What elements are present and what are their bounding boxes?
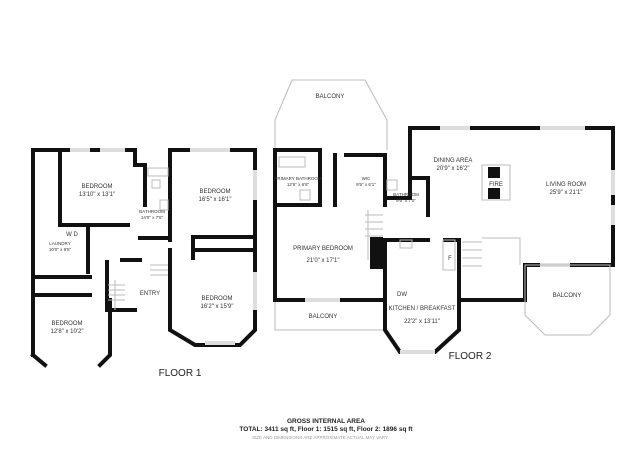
room-name: KITCHEN / BREAKFAST bbox=[389, 306, 456, 312]
room-name: BEDROOM bbox=[51, 321, 82, 327]
fire-label: FIRE bbox=[489, 182, 503, 188]
floor1-fixtures bbox=[108, 167, 169, 310]
disclaimer: SIZE AND DIMENSIONS ARE APPROXIMATE ACTU… bbox=[252, 435, 388, 440]
room-size: 14'0" x 7'5" bbox=[141, 215, 164, 220]
dw-label: DW bbox=[397, 292, 407, 298]
room-size: 12'8" x 10'2" bbox=[51, 329, 84, 335]
room-size: 9'5" x 6'1" bbox=[356, 182, 376, 187]
room-name: LAUNDRY bbox=[49, 241, 70, 246]
room-size: 13'10" x 13'1" bbox=[79, 192, 115, 198]
room-name: PRIMARY BEDROOM bbox=[293, 246, 353, 252]
room-name: BALCONY bbox=[316, 94, 345, 100]
room-size: 20'9" x 16'2" bbox=[437, 166, 470, 172]
room-size: 10'0" x 9'5" bbox=[49, 247, 72, 252]
room-name: BALCONY bbox=[553, 293, 582, 299]
room-name: BEDROOM bbox=[199, 189, 230, 195]
room-name: PRIMARY BATHROOM bbox=[274, 176, 322, 181]
floor2-walls bbox=[273, 79, 615, 354]
room-name: BALCONY bbox=[309, 314, 338, 320]
room-size: 12'6" x 6'6" bbox=[287, 182, 310, 187]
floor2-fixtures bbox=[278, 156, 521, 271]
room-size: 25'9" x 21'1" bbox=[550, 190, 583, 196]
room-name: BATHROOM bbox=[393, 192, 419, 197]
room-size: 9'6" x 7'0" bbox=[396, 198, 416, 203]
gross-area-total: TOTAL: 3411 sq ft, Floor 1: 1515 sq ft, … bbox=[239, 426, 413, 433]
f-label: F bbox=[448, 256, 452, 262]
room-size: 22'2" x 13'11" bbox=[404, 319, 440, 325]
room-size: 21'0" x 17'1" bbox=[307, 258, 340, 264]
room-name: WIC bbox=[362, 176, 371, 181]
fireplace bbox=[370, 237, 383, 269]
floor1-label: FLOOR 1 bbox=[159, 368, 202, 379]
room-name: BEDROOM bbox=[201, 296, 232, 302]
room-name: BATHROOM bbox=[139, 209, 165, 214]
floor1-walls bbox=[30, 148, 257, 368]
room-size: 16'5" x 16'1" bbox=[199, 197, 232, 203]
room-size: 16'2" x 15'9" bbox=[201, 304, 234, 310]
floor2-label: FLOOR 2 bbox=[449, 351, 492, 362]
appliance-label: W D bbox=[66, 232, 78, 238]
gross-area-title: GROSS INTERNAL AREA bbox=[287, 418, 365, 425]
room-name: DINING AREA bbox=[434, 158, 473, 164]
room-name: BEDROOM bbox=[81, 184, 112, 190]
room-name: LIVING ROOM bbox=[546, 182, 586, 188]
room-name: ENTRY bbox=[140, 291, 160, 297]
